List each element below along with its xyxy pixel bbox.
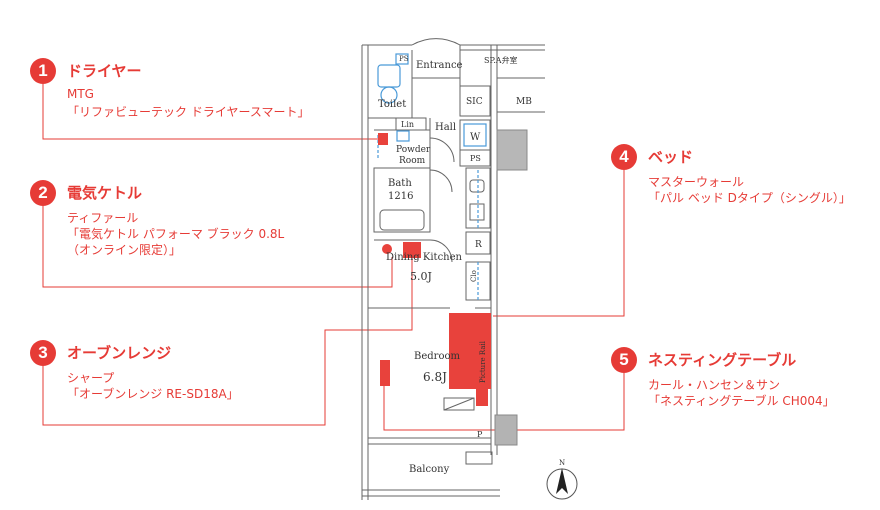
callout-product-1: 「リファビューテック ドライヤースマート」	[67, 105, 310, 119]
callout-product-2b: （オンライン限定）」	[67, 243, 182, 257]
label-powder-room: Room	[399, 156, 426, 166]
callout-maker-3: シャープ	[67, 371, 115, 385]
callout-number-4: 4	[611, 144, 637, 170]
callout-title-5: ネスティングテーブル	[648, 351, 797, 369]
fixtures	[377, 53, 487, 300]
leader-line-2	[42, 206, 393, 288]
label-ps-mid: PS	[470, 154, 481, 163]
shaft-block	[496, 129, 528, 171]
label-dining-size: 5.0J	[410, 270, 432, 283]
callout-product-5: 「ネスティングテーブル CH004」	[648, 394, 835, 408]
table-marker	[380, 360, 390, 386]
label-ps-top: PS	[399, 55, 409, 63]
callout-maker-1: MTG	[67, 87, 94, 101]
dryer-marker	[378, 133, 388, 145]
label-hall: Hall	[435, 122, 456, 133]
label-clo: Clo	[470, 270, 478, 282]
north-arrow-icon: N	[546, 459, 578, 500]
callout-number-3: 3	[30, 340, 56, 366]
callout-title-2: 電気ケトル	[67, 184, 143, 202]
callout-title-4: ベッド	[648, 148, 694, 166]
label-bath: Bath	[388, 178, 412, 189]
label-entrance: Entrance	[416, 60, 463, 71]
callout-product-2: 「電気ケトル パフォーマ ブラック 0.8L	[67, 227, 285, 241]
label-r: R	[475, 240, 482, 250]
label-sic: SIC	[466, 97, 483, 107]
bed-marker	[449, 313, 491, 389]
label-lin: Lin	[401, 120, 414, 129]
callout-number-1: 1	[30, 58, 56, 84]
callout-title-1: ドライヤー	[67, 62, 142, 80]
label-toilet: Toilet	[378, 99, 406, 110]
highlights	[378, 133, 491, 406]
label-powder: Powder	[396, 145, 431, 155]
door-swings	[429, 137, 455, 263]
label-bath-size: 1216	[388, 191, 413, 202]
north-label: N	[559, 459, 565, 467]
label-picture-rail: Picture Rail	[479, 340, 487, 383]
entrance-door-arc	[411, 38, 461, 46]
label-dining: Dining Kitchen	[386, 252, 463, 263]
callout-product-4: 「パル ベッド Dタイプ（シングル）」	[648, 191, 851, 205]
leader-line-1	[42, 84, 383, 140]
leader-line-4	[493, 170, 625, 317]
label-balcony: Balcony	[409, 464, 450, 475]
leader-line-3	[42, 257, 413, 426]
plan-walls	[361, 44, 545, 500]
callout-title-3: オーブンレンジ	[67, 344, 172, 362]
callout-product-3: 「オーブンレンジ RE-SD18A」	[67, 387, 239, 401]
callout-maker-2: ティファール	[67, 211, 139, 225]
label-bedroom: Bedroom	[414, 351, 460, 362]
table-marker-2	[476, 388, 488, 406]
label-sp-storage: SP.A弁室	[484, 55, 518, 65]
label-bedroom-size: 6.8J	[423, 370, 447, 384]
oven-marker	[403, 242, 421, 258]
callout-maker-5: カール・ハンセン＆サン	[648, 378, 781, 392]
label-w: W	[470, 132, 481, 143]
callout-maker-4: マスターウォール	[648, 175, 745, 189]
callout-number-5: 5	[611, 347, 637, 373]
callout-number-2: 2	[30, 180, 56, 206]
label-mb: MB	[516, 97, 532, 107]
label-p: P	[477, 430, 483, 439]
kettle-marker	[382, 244, 392, 254]
